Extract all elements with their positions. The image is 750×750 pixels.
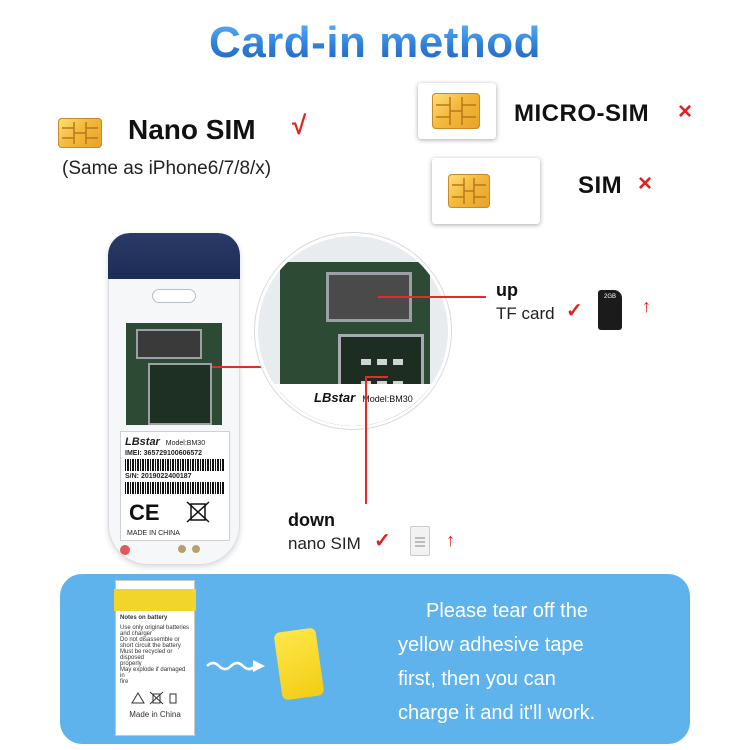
down-title: down [288, 510, 335, 530]
battery-note-line: Must be recycled or disposed [120, 649, 173, 661]
sim-label: SIM [578, 172, 623, 199]
instruction-text: Please tear off the yellow adhesive tape… [398, 594, 680, 730]
tf-pointer-line [378, 296, 486, 298]
charging-port [178, 543, 210, 555]
tf-insert-arrow-icon: ↑ [642, 296, 651, 316]
imei-barcode [125, 459, 225, 471]
nano-sim-chip-icon [58, 118, 102, 148]
sim-pointer-line-h [366, 376, 388, 378]
phone-label-sticker: LBstar Model:BM30 IMEI: 365729100606572 … [120, 431, 230, 541]
micro-sim-cross-icon: × [678, 98, 693, 125]
battery-note-line: properly [120, 661, 142, 667]
nano-sim-check-icon: √ [292, 110, 307, 140]
battery-yellow-tape [114, 589, 196, 611]
sim-cross-icon: × [638, 170, 653, 197]
instruction-line-4: charge it and it'll work. [398, 702, 596, 724]
page-title: Card-in method [0, 18, 750, 68]
nano-sim-small-icon [410, 526, 430, 556]
tf-slot [136, 329, 202, 359]
battery-note-line: short circuit the battery [120, 643, 181, 649]
battery-instruction-panel: Notes on battery Use only original batte… [60, 574, 690, 744]
svg-text:CE: CE [129, 500, 160, 524]
battery-made-in: Made in China [129, 710, 181, 719]
yellow-tape-piece [273, 627, 325, 701]
wavy-arrow-icon [206, 660, 265, 672]
tf-card-label: TF card [496, 304, 555, 323]
phone-sn: S/N: 2019022400187 [125, 473, 192, 480]
ce-mark-icon: CE [121, 496, 229, 530]
battery-recycle-icon [120, 691, 190, 708]
phone-top-cap [108, 233, 240, 279]
battery-notes-heading: Notes on battery [120, 615, 168, 621]
power-button-icon [120, 545, 130, 555]
micro-sim-card [418, 83, 496, 139]
zoom-label-sticker: LBstar Model:BM30 [274, 384, 444, 426]
standard-sim-card [432, 158, 540, 224]
phone-model: Model:BM30 [165, 440, 206, 447]
sim-slot [148, 363, 212, 425]
instruction-line-1: Please tear off the [426, 600, 588, 622]
zoom-model: Model:BM30 [362, 394, 413, 404]
tf-card-check-icon: ✓ [566, 300, 583, 322]
battery-note-line: May explode if damaged in [120, 667, 186, 679]
battery-note-line: fire [120, 679, 129, 685]
battery-image: Notes on battery Use only original batte… [114, 580, 196, 736]
instruction-line-3: first, then you can [398, 668, 556, 690]
zoom-detail-circle: LBstar Model:BM30 [258, 236, 448, 426]
battery-note-line: Do not disassemble or [120, 637, 180, 643]
phone-back-image: LBstar Model:BM30 IMEI: 365729100606572 … [108, 233, 240, 565]
nano-sim-note: (Same as iPhone6/7/8/x) [62, 158, 272, 179]
micro-sim-label: MICRO-SIM [514, 100, 650, 127]
battery-note-line: Use only original batteries [120, 625, 190, 631]
up-title: up [496, 280, 518, 300]
phone-made-in: MADE IN CHINA [127, 530, 180, 537]
phone-slot [152, 289, 196, 303]
micro-sim-chip-icon [432, 93, 480, 129]
sim-insert-arrow-icon: ↑ [446, 530, 455, 550]
instruction-line-2: yellow adhesive tape [398, 634, 584, 656]
tf-card-icon: 2GB [598, 290, 622, 330]
zoom-brand: LBstar [314, 390, 356, 405]
standard-sim-chip-icon [448, 174, 490, 208]
phone-circuit-board [126, 323, 222, 425]
nano-sim-slot-label: nano SIM [288, 534, 361, 553]
sn-barcode [125, 482, 225, 494]
phone-brand: LBstar [125, 436, 160, 448]
tf-card-text: 2GB [603, 294, 616, 300]
battery-note-line: and charger [120, 631, 153, 637]
phone-imei: IMEI: 365729100606572 [125, 450, 203, 457]
connector-line [212, 366, 296, 368]
nano-sim-slot-check-icon: ✓ [374, 530, 391, 552]
sim-pointer-line-v [365, 376, 367, 504]
nano-sim-label: Nano SIM [128, 114, 256, 145]
